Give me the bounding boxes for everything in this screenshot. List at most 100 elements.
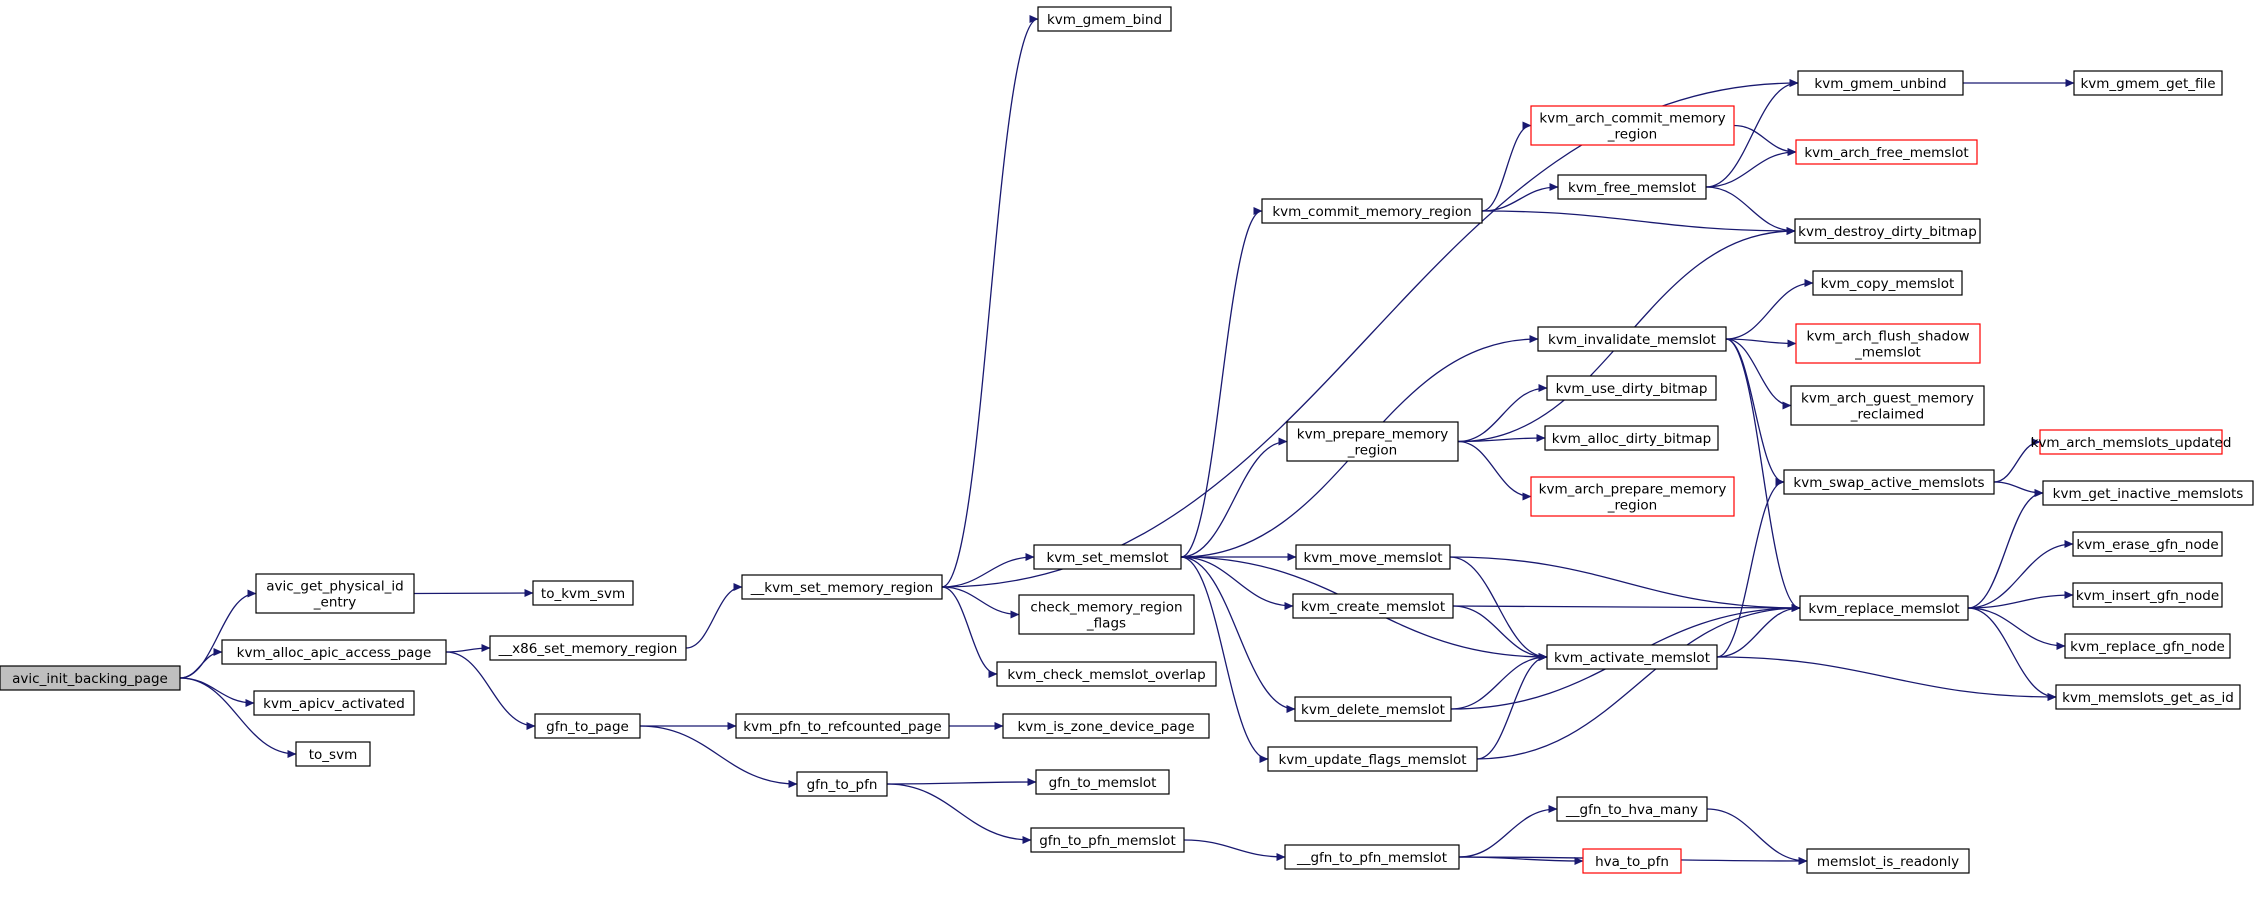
node-kvm-is-zone-device-page[interactable]: kvm_is_zone_device_page: [1002, 713, 1210, 739]
node-box[interactable]: [1018, 594, 1195, 635]
node-box[interactable]: [2042, 480, 2254, 506]
node-gfn-to-memslot[interactable]: gfn_to_memslot: [1035, 769, 1170, 795]
node-box[interactable]: [1295, 544, 1451, 570]
node-box[interactable]: [1546, 375, 1717, 401]
node-box[interactable]: [1030, 827, 1185, 853]
node-kvm-swap-active-memslots[interactable]: kvm_swap_active_memslots: [1783, 469, 1995, 495]
node-kvm-delete-memslot[interactable]: kvm_delete_memslot: [1294, 696, 1452, 722]
node-box[interactable]: [2072, 582, 2223, 608]
node-box[interactable]: [1795, 323, 1981, 364]
node-box[interactable]: [1292, 593, 1454, 619]
node-kvm-pfn-to-refcounted-page[interactable]: kvm_pfn_to_refcounted_page: [735, 713, 950, 739]
node-box[interactable]: [1544, 425, 1719, 451]
node-box[interactable]: [2064, 633, 2231, 659]
node-kvm-move-memslot[interactable]: kvm_move_memslot: [1295, 544, 1451, 570]
node-kvm-arch-guest-memory-reclaimed[interactable]: kvm_arch_guest_memory_reclaimed: [1790, 385, 1985, 426]
node-box[interactable]: [741, 574, 943, 600]
node-box[interactable]: [1530, 476, 1735, 517]
node-box[interactable]: [2055, 684, 2241, 710]
node-hva-to-pfn[interactable]: hva_to_pfn: [1582, 848, 1682, 874]
node-box[interactable]: [1794, 218, 1981, 244]
node-box[interactable]: [1267, 746, 1478, 772]
node-kvm-activate-memslot[interactable]: kvm_activate_memslot: [1546, 644, 1718, 670]
node-gfn-to-pfn-memslot[interactable]: gfn_to_pfn_memslot: [1030, 827, 1185, 853]
node-box[interactable]: [1530, 105, 1735, 146]
node-kvm-destroy-dirty-bitmap[interactable]: kvm_destroy_dirty_bitmap: [1794, 218, 1981, 244]
node-kvm-replace-memslot[interactable]: kvm_replace_memslot: [1799, 595, 1969, 621]
node---gfn-to-hva-many[interactable]: __gfn_to_hva_many: [1556, 796, 1708, 822]
node-kvm-update-flags-memslot[interactable]: kvm_update_flags_memslot: [1267, 746, 1478, 772]
node-box[interactable]: [1556, 796, 1708, 822]
node-kvm-erase-gfn-node[interactable]: kvm_erase_gfn_node: [2072, 531, 2223, 557]
node-box[interactable]: [295, 741, 371, 767]
node-kvm-check-memslot-overlap[interactable]: kvm_check_memslot_overlap: [996, 661, 1217, 687]
node-check-memory-region-flags[interactable]: check_memory_region_flags: [1018, 594, 1195, 635]
node-kvm-create-memslot[interactable]: kvm_create_memslot: [1292, 593, 1454, 619]
node-box[interactable]: [1795, 139, 1978, 165]
node-box[interactable]: [532, 580, 634, 606]
node-to-kvm-svm[interactable]: to_kvm_svm: [532, 580, 634, 606]
node-box[interactable]: [255, 573, 415, 614]
node-kvm-invalidate-memslot[interactable]: kvm_invalidate_memslot: [1537, 326, 1727, 352]
node-kvm-prepare-memory-region[interactable]: kvm_prepare_memory_region: [1286, 421, 1459, 462]
node-box[interactable]: [1546, 644, 1718, 670]
node-kvm-alloc-dirty-bitmap[interactable]: kvm_alloc_dirty_bitmap: [1544, 425, 1719, 451]
node-kvm-arch-flush-shadow-memslot[interactable]: kvm_arch_flush_shadow_memslot: [1795, 323, 1981, 364]
node-kvm-arch-free-memslot[interactable]: kvm_arch_free_memslot: [1795, 139, 1978, 165]
node-gfn-to-page[interactable]: gfn_to_page: [534, 713, 641, 739]
node-kvm-gmem-unbind[interactable]: kvm_gmem_unbind: [1797, 70, 1964, 96]
node-memslot-is-readonly[interactable]: memslot_is_readonly: [1806, 848, 1970, 874]
node-kvm-gmem-bind[interactable]: kvm_gmem_bind: [1037, 6, 1172, 32]
node-box[interactable]: [489, 635, 687, 661]
node-box[interactable]: [1037, 6, 1172, 32]
node-box[interactable]: [1261, 198, 1483, 224]
node-kvm-arch-commit-memory-region[interactable]: kvm_arch_commit_memory_region: [1530, 105, 1735, 146]
node-kvm-get-inactive-memslots[interactable]: kvm_get_inactive_memslots: [2042, 480, 2254, 506]
node-kvm-gmem-get-file[interactable]: kvm_gmem_get_file: [2073, 70, 2223, 96]
node-kvm-arch-memslots-updated[interactable]: kvm_arch_memslots_updated: [2031, 429, 2232, 455]
node-box[interactable]: [0, 665, 181, 691]
node-kvm-use-dirty-bitmap[interactable]: kvm_use_dirty_bitmap: [1546, 375, 1717, 401]
node-box[interactable]: [1582, 848, 1682, 874]
node-avic-get-physical-id-entry[interactable]: avic_get_physical_id_entry: [255, 573, 415, 614]
node-gfn-to-pfn[interactable]: gfn_to_pfn: [796, 771, 888, 797]
node-avic-init-backing-page[interactable]: avic_init_backing_page: [0, 665, 181, 691]
node-kvm-replace-gfn-node[interactable]: kvm_replace_gfn_node: [2064, 633, 2231, 659]
node-kvm-commit-memory-region[interactable]: kvm_commit_memory_region: [1261, 198, 1483, 224]
node---gfn-to-pfn-memslot[interactable]: __gfn_to_pfn_memslot: [1284, 844, 1460, 870]
node-box[interactable]: [534, 713, 641, 739]
node-box[interactable]: [1557, 174, 1707, 200]
node-box[interactable]: [2072, 531, 2223, 557]
node-kvm-memslots-get-as-id[interactable]: kvm_memslots_get_as_id: [2055, 684, 2241, 710]
node-box[interactable]: [1799, 595, 1969, 621]
node-box[interactable]: [1002, 713, 1210, 739]
node---kvm-set-memory-region[interactable]: __kvm_set_memory_region: [741, 574, 943, 600]
node-box[interactable]: [1812, 270, 1963, 296]
node-kvm-insert-gfn-node[interactable]: kvm_insert_gfn_node: [2072, 582, 2223, 608]
node-kvm-apicv-activated[interactable]: kvm_apicv_activated: [253, 690, 415, 716]
node-kvm-copy-memslot[interactable]: kvm_copy_memslot: [1812, 270, 1963, 296]
node-box[interactable]: [221, 639, 447, 665]
node-box[interactable]: [1294, 696, 1452, 722]
node-kvm-arch-prepare-memory-region[interactable]: kvm_arch_prepare_memory_region: [1530, 476, 1735, 517]
node-box[interactable]: [1797, 70, 1964, 96]
node-box[interactable]: [735, 713, 950, 739]
node-kvm-free-memslot[interactable]: kvm_free_memslot: [1557, 174, 1707, 200]
node---x86-set-memory-region[interactable]: __x86_set_memory_region: [489, 635, 687, 661]
node-to-svm[interactable]: to_svm: [295, 741, 371, 767]
node-box[interactable]: [1035, 769, 1170, 795]
node-box[interactable]: [1284, 844, 1460, 870]
node-kvm-set-memslot[interactable]: kvm_set_memslot: [1033, 544, 1182, 570]
node-box[interactable]: [2073, 70, 2223, 96]
node-box[interactable]: [1537, 326, 1727, 352]
node-box[interactable]: [796, 771, 888, 797]
node-box[interactable]: [2039, 429, 2223, 455]
node-box[interactable]: [1790, 385, 1985, 426]
node-box[interactable]: [253, 690, 415, 716]
node-box[interactable]: [996, 661, 1217, 687]
node-box[interactable]: [1806, 848, 1970, 874]
node-box[interactable]: [1033, 544, 1182, 570]
node-kvm-alloc-apic-access-page[interactable]: kvm_alloc_apic_access_page: [221, 639, 447, 665]
node-box[interactable]: [1783, 469, 1995, 495]
node-box[interactable]: [1286, 421, 1459, 462]
